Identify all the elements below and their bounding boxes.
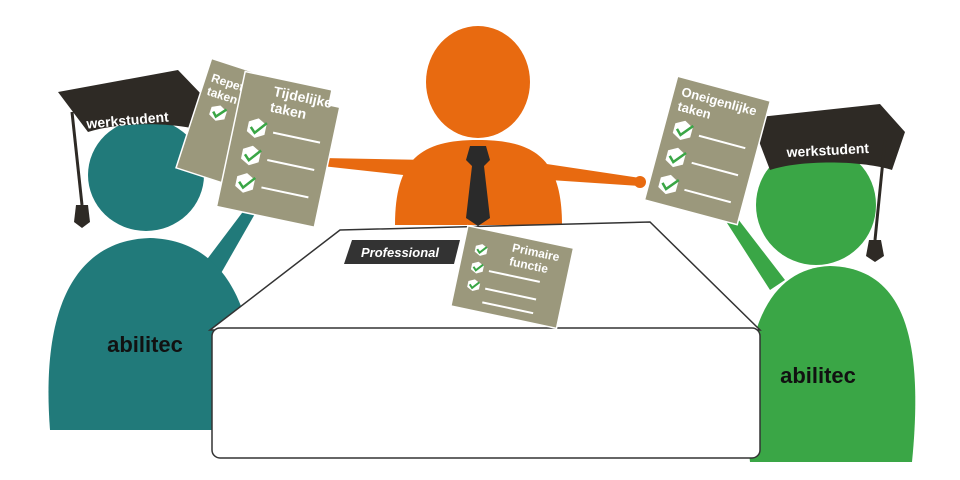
left-student-figure: abilitec werkstudent	[48, 70, 260, 430]
card-primaire: Primaire functie	[449, 224, 575, 330]
nameplate-label: Professional	[361, 245, 439, 260]
card-oneigenlijke: Oneigenlijke taken	[643, 75, 772, 226]
check-icon	[249, 122, 268, 135]
left-student-body	[48, 238, 256, 430]
right-student-figure: abilitec werkstudent	[717, 104, 916, 462]
nameplate: Professional	[344, 240, 460, 264]
check-icon	[476, 246, 488, 255]
professional-figure	[316, 26, 646, 226]
graduation-cap-icon: werkstudent	[750, 104, 905, 262]
check-icon	[661, 179, 680, 191]
check-icon	[675, 124, 694, 137]
checklist	[467, 244, 541, 315]
right-student-head	[756, 145, 876, 265]
right-student-body	[746, 266, 916, 462]
left-student-body-label: abilitec	[107, 332, 183, 357]
checklist	[235, 118, 321, 199]
tie-icon	[466, 146, 490, 226]
left-student-head	[88, 119, 204, 231]
right-student-arm	[720, 206, 785, 290]
card-tijdelijke: Tijdelijke taken	[215, 70, 341, 229]
checklist	[658, 120, 746, 204]
check-icon	[472, 263, 484, 272]
check-icon	[468, 281, 480, 290]
right-student-body-label: abilitec	[780, 363, 856, 388]
check-icon	[668, 151, 687, 164]
table-front	[211, 327, 761, 459]
graduation-cap-icon: werkstudent	[58, 70, 203, 228]
check-icon	[243, 149, 262, 163]
check-icon	[238, 176, 257, 190]
left-student-arm	[205, 205, 256, 275]
card-tijdelijke-subtitle: taken	[269, 99, 308, 122]
professional-left-arm	[322, 158, 430, 178]
check-icon	[212, 108, 228, 119]
right-student-cap-label: werkstudent	[785, 140, 870, 160]
professional-head	[426, 26, 530, 138]
left-student-cap-label: werkstudent	[85, 108, 170, 131]
